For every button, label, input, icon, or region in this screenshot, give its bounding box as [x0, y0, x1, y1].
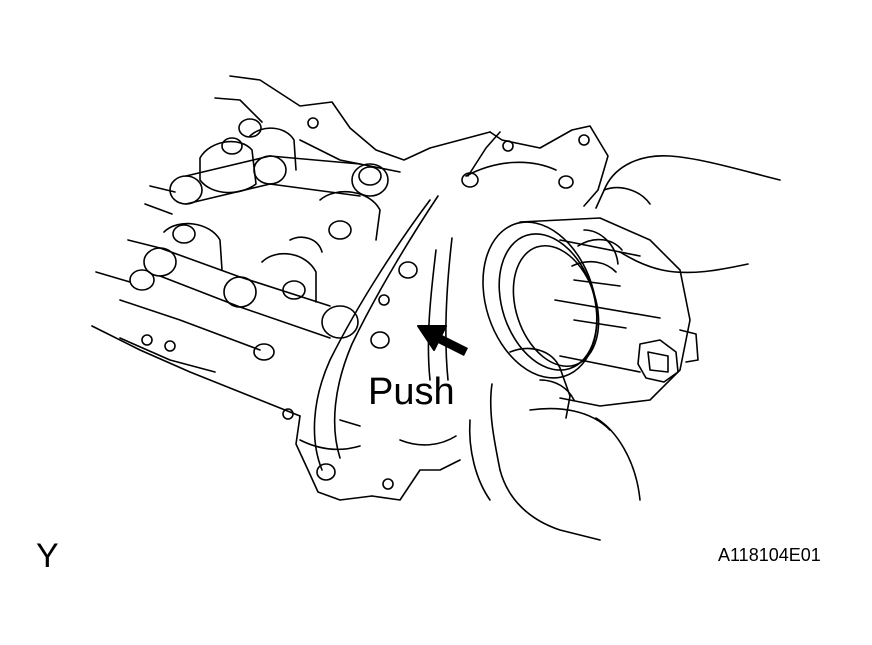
technician-hands [470, 156, 780, 540]
cover-lower-edge [300, 420, 456, 449]
push-direction-arrow-icon [418, 326, 466, 352]
timing-chain-cover [314, 126, 608, 500]
oil-seal-installation-tool [464, 207, 698, 406]
upper-camshaft [170, 119, 400, 240]
cylinder-head-outline [92, 76, 490, 500]
figure-reference-code: A118104E01 [718, 545, 821, 565]
push-instruction-label: Push [368, 371, 455, 413]
view-letter-label: Y [36, 537, 59, 575]
lower-camshaft [120, 224, 358, 360]
